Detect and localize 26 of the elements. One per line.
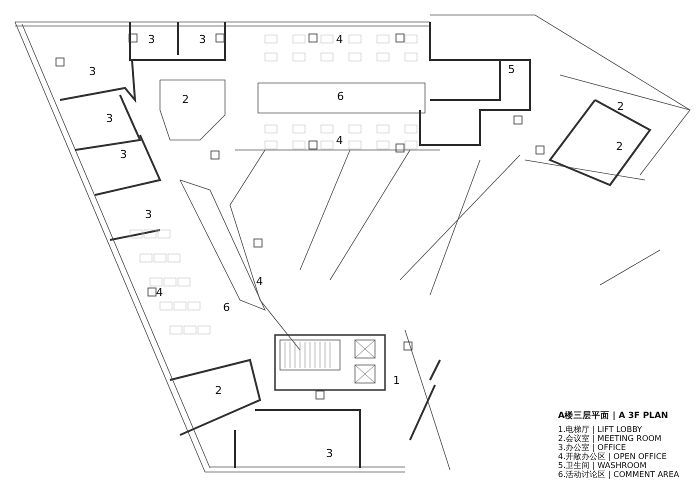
room-number: 2 [617,101,624,113]
room-number: 3 [326,448,333,460]
legend-entry: 2.会议室 | MEETING ROOM [558,434,662,443]
room-number: 6 [337,91,344,103]
room-number: 6 [223,302,230,314]
room-number: 2 [215,385,222,397]
legend-entry: 3.办公室 | OFFICE [558,443,626,452]
room-number: 4 [156,287,163,299]
legend-entry: 5.卫生间 | WASHROOM [558,461,647,470]
room-number: 3 [89,66,96,78]
room-number: 3 [106,113,113,125]
room-number: 4 [256,276,263,288]
room-number: 5 [508,64,515,76]
room-number: 3 [199,34,206,46]
room-number: 4 [336,135,343,147]
room-number: 2 [182,94,189,106]
room-number: 3 [148,34,155,46]
legend-entry: 4.开敞办公区 | OPEN OFFICE [558,452,667,461]
legend-entry: 1.电梯厅 | LIFT LOBBY [558,425,642,434]
room-number: 3 [120,149,127,161]
plan-title: A楼三层平面 | A 3F PLAN [558,410,668,422]
legend-entry: 6.活动讨论区 | COMMENT AREA [558,470,680,480]
room-number: 4 [336,34,343,46]
room-number: 3 [145,209,152,221]
room-number: 1 [393,375,400,387]
room-number: 2 [616,141,623,153]
